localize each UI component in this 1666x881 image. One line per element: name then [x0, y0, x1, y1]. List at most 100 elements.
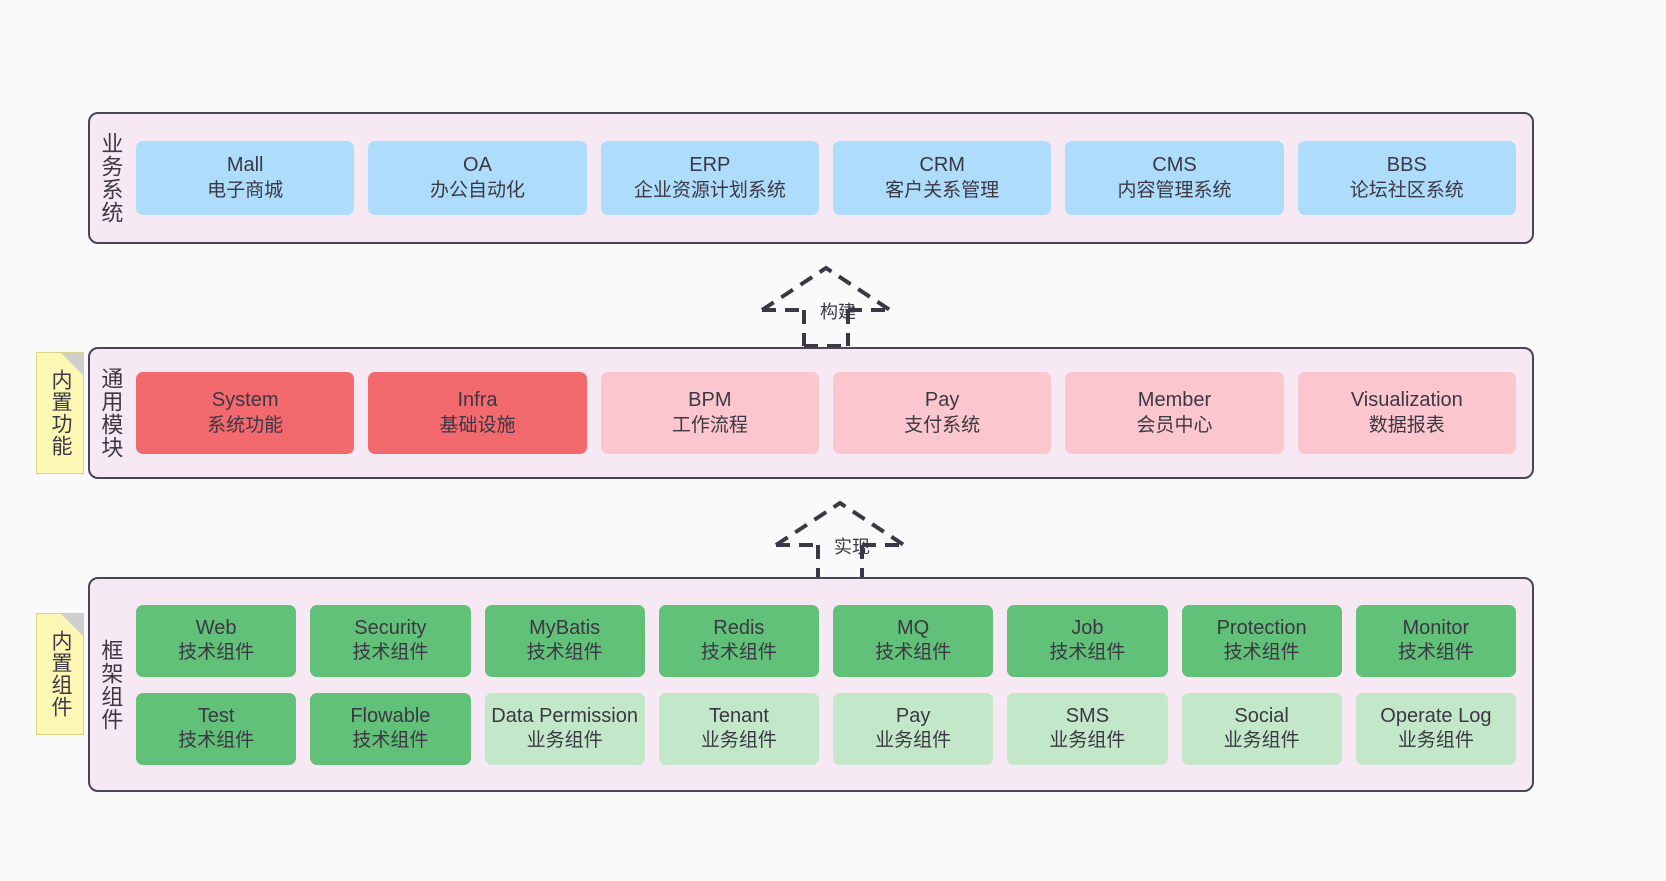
- node-redis[interactable]: Redis 技术组件: [658, 604, 819, 677]
- node-cms[interactable]: CMS 内容管理系统: [1065, 141, 1284, 215]
- layer-business-nodes: Mall 电子商城 OA 办公自动化 ERP 企业资源计划系统 CRM 客户关系…: [130, 114, 1532, 242]
- layer-framework-component: 框架组件 Web 技术组件 Security 技术组件 MyBatis 技术组件…: [88, 577, 1534, 792]
- node-security-sub: 技术组件: [352, 642, 429, 664]
- connector-build-arrow: [760, 265, 892, 348]
- node-system-sub: 系统功能: [207, 414, 284, 436]
- node-oa-name: OA: [463, 154, 492, 177]
- node-system-name: System: [211, 389, 279, 412]
- node-oa-sub: 办公自动化: [429, 179, 525, 201]
- node-sms[interactable]: SMS 业务组件: [1007, 692, 1168, 765]
- node-data-permission[interactable]: Data Permission 业务组件: [484, 692, 645, 765]
- node-job-name: Job: [1071, 616, 1104, 639]
- node-web-sub: 技术组件: [178, 642, 255, 664]
- node-operate-log[interactable]: Operate Log 业务组件: [1355, 692, 1516, 765]
- node-web[interactable]: Web 技术组件: [136, 604, 297, 677]
- node-sms-sub: 业务组件: [1049, 730, 1126, 752]
- node-bbs-name: BBS: [1386, 154, 1427, 177]
- node-cms-sub: 内容管理系统: [1117, 179, 1232, 201]
- connector-implement: 实现: [772, 497, 922, 583]
- layer-framework-nodes: Web 技术组件 Security 技术组件 MyBatis 技术组件 Redi…: [130, 579, 1532, 790]
- node-flowable-sub: 技术组件: [352, 730, 429, 752]
- node-system[interactable]: System 系统功能: [136, 372, 355, 454]
- node-monitor[interactable]: Monitor 技术组件: [1355, 604, 1516, 677]
- node-mybatis[interactable]: MyBatis 技术组件: [484, 604, 645, 677]
- node-social[interactable]: Social 业务组件: [1181, 692, 1342, 765]
- node-mq-name: MQ: [897, 616, 930, 639]
- node-monitor-name: Monitor: [1402, 616, 1470, 639]
- node-protection-sub: 技术组件: [1223, 642, 1300, 664]
- node-mall[interactable]: Mall 电子商城: [136, 141, 355, 215]
- node-erp[interactable]: ERP 企业资源计划系统: [600, 141, 819, 215]
- node-flowable-name: Flowable: [350, 704, 431, 727]
- node-member-name: Member: [1137, 389, 1212, 412]
- node-member-sub: 会员中心: [1136, 414, 1213, 436]
- node-crm-name: CRM: [919, 154, 965, 177]
- node-bbs[interactable]: BBS 论坛社区系统: [1297, 141, 1516, 215]
- node-visualization-sub: 数据报表: [1368, 414, 1445, 436]
- node-test-sub: 技术组件: [178, 730, 255, 752]
- layer-common-module: 通用模块 System 系统功能 Infra 基础设施 BPM 工作流程 Pay…: [88, 347, 1534, 479]
- sticky-note-builtin-component: 内置组件: [36, 613, 84, 735]
- node-security[interactable]: Security 技术组件: [310, 604, 471, 677]
- node-monitor-sub: 技术组件: [1397, 642, 1474, 664]
- node-bpm-sub: 工作流程: [671, 414, 748, 436]
- sticky-fold-corner-icon: [61, 614, 83, 636]
- connector-build-label: 构建: [820, 302, 856, 322]
- node-mq[interactable]: MQ 技术组件: [833, 604, 994, 677]
- node-bbs-sub: 论坛社区系统: [1349, 179, 1464, 201]
- node-erp-name: ERP: [689, 154, 731, 177]
- node-erp-sub: 企业资源计划系统: [633, 179, 786, 201]
- node-test[interactable]: Test 技术组件: [136, 692, 297, 765]
- sticky-note-builtin-feature: 内置功能: [36, 352, 84, 474]
- node-mall-sub: 电子商城: [207, 179, 284, 201]
- node-data-permission-sub: 业务组件: [526, 730, 603, 752]
- node-pay-component[interactable]: Pay 业务组件: [833, 692, 994, 765]
- node-job[interactable]: Job 技术组件: [1007, 604, 1168, 677]
- node-infra-name: Infra: [457, 389, 498, 412]
- node-social-sub: 业务组件: [1223, 730, 1300, 752]
- node-data-permission-name: Data Permission: [491, 704, 638, 727]
- node-job-sub: 技术组件: [1049, 642, 1126, 664]
- node-infra-sub: 基础设施: [439, 414, 516, 436]
- connector-build: 构建: [758, 262, 908, 348]
- node-redis-name: Redis: [713, 616, 765, 639]
- node-member[interactable]: Member 会员中心: [1065, 372, 1284, 454]
- node-visualization-name: Visualization: [1350, 389, 1463, 412]
- node-tenant-sub: 业务组件: [700, 730, 777, 752]
- node-mybatis-name: MyBatis: [529, 616, 601, 639]
- node-crm-sub: 客户关系管理: [885, 179, 1000, 201]
- node-visualization[interactable]: Visualization 数据报表: [1297, 372, 1516, 454]
- layer-business-title: 业务系统: [98, 132, 124, 224]
- node-sms-name: SMS: [1065, 704, 1110, 727]
- node-cms-name: CMS: [1152, 154, 1197, 177]
- node-security-name: Security: [354, 616, 427, 639]
- node-bpm[interactable]: BPM 工作流程: [600, 372, 819, 454]
- node-protection[interactable]: Protection 技术组件: [1181, 604, 1342, 677]
- node-operate-log-sub: 业务组件: [1397, 730, 1474, 752]
- node-pay-component-name: Pay: [895, 704, 931, 727]
- node-social-name: Social: [1234, 704, 1289, 727]
- node-protection-name: Protection: [1216, 616, 1307, 639]
- node-bpm-name: BPM: [688, 389, 732, 412]
- connector-implement-label: 实现: [834, 537, 870, 557]
- node-tenant[interactable]: Tenant 业务组件: [658, 692, 819, 765]
- sticky-note-builtin-component-label: 内置组件: [48, 630, 72, 718]
- node-tenant-name: Tenant: [708, 704, 769, 727]
- layer-framework-title: 框架组件: [98, 638, 124, 731]
- node-mq-sub: 技术组件: [875, 642, 952, 664]
- node-redis-sub: 技术组件: [700, 642, 777, 664]
- node-mybatis-sub: 技术组件: [526, 642, 603, 664]
- node-flowable[interactable]: Flowable 技术组件: [310, 692, 471, 765]
- node-infra[interactable]: Infra 基础设施: [368, 372, 587, 454]
- layer-business-system: 业务系统 Mall 电子商城 OA 办公自动化 ERP 企业资源计划系统 CRM…: [88, 112, 1534, 244]
- node-crm[interactable]: CRM 客户关系管理: [832, 141, 1052, 215]
- layer-common-title: 通用模块: [98, 367, 124, 459]
- framework-row-tech: Web 技术组件 Security 技术组件 MyBatis 技术组件 Redi…: [136, 604, 1516, 677]
- node-pay-module[interactable]: Pay 支付系统: [832, 372, 1052, 454]
- node-web-name: Web: [195, 616, 237, 639]
- sticky-note-builtin-feature-label: 内置功能: [48, 369, 72, 457]
- node-oa[interactable]: OA 办公自动化: [368, 141, 587, 215]
- node-pay-component-sub: 业务组件: [875, 730, 952, 752]
- layer-common-nodes: System 系统功能 Infra 基础设施 BPM 工作流程 Pay 支付系统…: [130, 349, 1532, 477]
- node-mall-name: Mall: [226, 154, 264, 177]
